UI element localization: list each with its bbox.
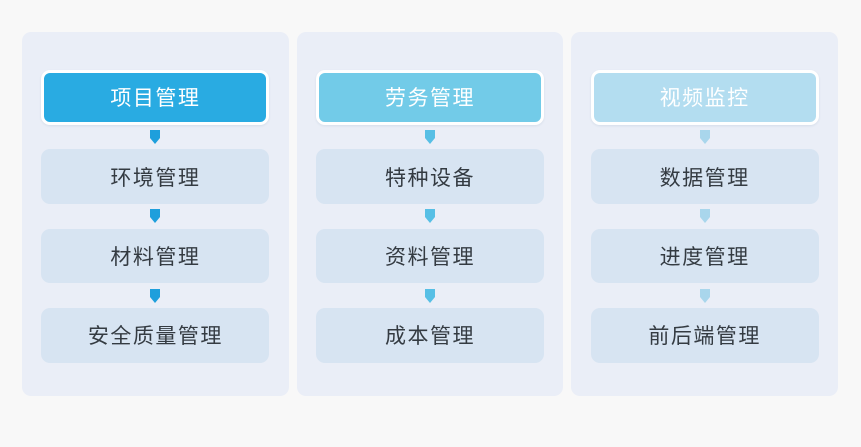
column-header-project-management[interactable]: 项目管理 [41, 70, 270, 125]
node-item[interactable]: 安全质量管理 [41, 307, 270, 363]
arrow-connector [424, 204, 436, 228]
panel-project-management: 项目管理 环境管理 材料管理 安全质量管理 [22, 32, 289, 396]
arrow-down-icon [699, 209, 710, 224]
node-item[interactable]: 成本管理 [316, 307, 544, 363]
arrow-down-icon [150, 209, 161, 224]
column-container: 项目管理 环境管理 材料管理 安全质量管理 [22, 32, 839, 396]
node-item[interactable]: 进度管理 [590, 228, 819, 284]
node-item[interactable]: 特种设备 [316, 149, 544, 205]
arrow-down-icon [150, 288, 161, 303]
node-item[interactable]: 前后端管理 [590, 307, 819, 363]
arrow-connector [149, 283, 161, 307]
column-header-labor-management[interactable]: 劳务管理 [316, 70, 544, 125]
arrow-connector [699, 204, 711, 228]
arrow-down-icon [425, 288, 435, 303]
arrow-down-icon [425, 130, 435, 145]
node-item[interactable]: 数据管理 [590, 149, 819, 205]
node-item[interactable]: 材料管理 [41, 228, 270, 284]
node-item[interactable]: 环境管理 [41, 149, 270, 205]
arrow-connector [699, 283, 711, 307]
arrow-connector [424, 283, 436, 307]
arrow-down-icon [699, 130, 710, 145]
arrow-down-icon [425, 209, 435, 224]
column-header-video-surveillance[interactable]: 视频监控 [590, 70, 819, 125]
panel-video-surveillance: 视频监控 数据管理 进度管理 前后端管理 [571, 32, 839, 396]
panel-labor-management: 劳务管理 特种设备 资料管理 成本管理 [296, 32, 564, 396]
arrow-connector [699, 125, 711, 149]
node-item[interactable]: 资料管理 [316, 228, 544, 284]
arrow-connector [149, 125, 161, 149]
arrow-down-icon [699, 288, 710, 303]
arrow-connector [424, 125, 436, 149]
arrow-connector [149, 204, 161, 228]
arrow-down-icon [150, 130, 161, 145]
